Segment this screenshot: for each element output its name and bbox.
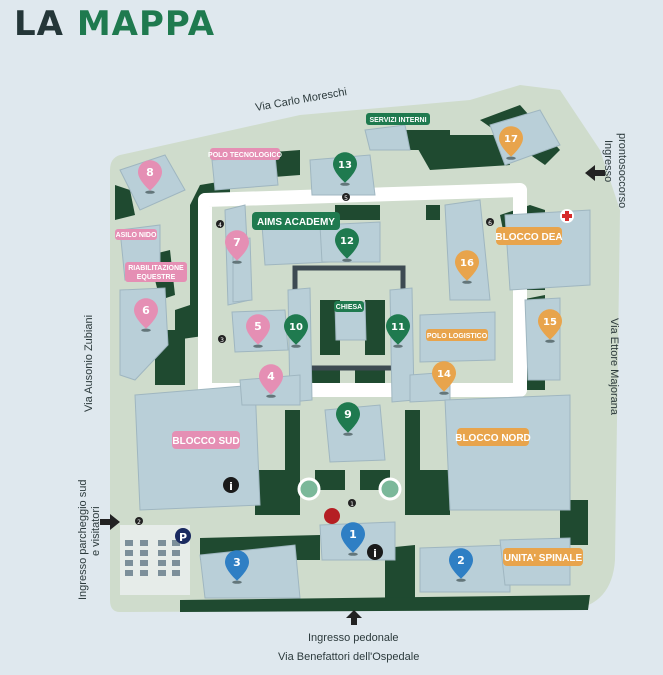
- label-blocco-nord: BLOCCO NORD: [455, 428, 531, 446]
- title-part-mappa: MAPPA: [76, 4, 216, 44]
- svg-text:6: 6: [142, 304, 150, 317]
- pedestrian-entrance-label: Ingresso pedonale: [308, 632, 399, 644]
- label-polo-tecnologico: POLO TECNOLOGICO: [208, 148, 282, 160]
- svg-text:4: 4: [218, 222, 222, 229]
- svg-text:7: 7: [233, 236, 241, 249]
- label-chiesa: CHIESA: [334, 301, 364, 312]
- parking-entrance-label-1: Ingresso parcheggio sud: [77, 480, 89, 600]
- svg-text:POLO LOGISTICO: POLO LOGISTICO: [427, 333, 488, 340]
- small-marker-6: 6: [486, 218, 494, 227]
- svg-text:AIMS ACADEMY: AIMS ACADEMY: [257, 217, 335, 228]
- label-asilo-nido: ASILO NIDO: [115, 229, 157, 240]
- svg-text:BLOCCO SUD: BLOCCO SUD: [172, 436, 239, 447]
- pin-1[interactable]: 1: [341, 522, 365, 556]
- parking-icon: P: [175, 528, 191, 544]
- svg-text:UNITA' SPINALE: UNITA' SPINALE: [504, 553, 583, 564]
- svg-text:SERVIZI INTERNI: SERVIZI INTERNI: [369, 117, 426, 124]
- svg-text:EQUESTRE: EQUESTRE: [137, 274, 176, 281]
- info-icon-center: i: [367, 544, 383, 560]
- pin-13[interactable]: 13: [333, 152, 357, 186]
- red-cross-icon: [560, 209, 574, 223]
- emergency-entrance-label-2: prontosoccorso: [616, 133, 628, 208]
- pin-17[interactable]: 17: [499, 126, 523, 160]
- pin-5[interactable]: 5: [246, 314, 270, 348]
- small-marker-4: 4: [216, 220, 224, 229]
- label-riabilitazione-equestre: RIABILITAZIONE EQUESTRE: [125, 262, 187, 282]
- svg-text:3: 3: [233, 556, 241, 569]
- pin-14[interactable]: 14: [432, 361, 456, 395]
- svg-text:8: 8: [146, 166, 154, 179]
- pin-11[interactable]: 11: [386, 314, 410, 348]
- you-are-here-marker: [324, 508, 340, 524]
- svg-text:17: 17: [504, 134, 518, 145]
- small-marker-2: 2: [135, 517, 143, 526]
- svg-text:2: 2: [457, 554, 465, 567]
- label-unita-spinale: UNITA' SPINALE: [503, 548, 583, 566]
- pin-10[interactable]: 10: [284, 314, 308, 348]
- svg-text:10: 10: [289, 322, 303, 333]
- svg-text:13: 13: [338, 160, 352, 171]
- svg-text:ASILO NIDO: ASILO NIDO: [116, 232, 157, 239]
- svg-text:1: 1: [350, 501, 354, 508]
- pin-2[interactable]: 2: [449, 548, 473, 582]
- pin-16[interactable]: 16: [455, 250, 479, 284]
- info-icon-sud: i: [223, 477, 239, 493]
- svg-text:POLO TECNOLOGICO: POLO TECNOLOGICO: [208, 152, 282, 159]
- street-south-label: Via Benefattori dell'Ospedale: [278, 651, 419, 663]
- svg-text:RIABILITAZIONE: RIABILITAZIONE: [128, 265, 184, 272]
- svg-text:16: 16: [460, 258, 474, 269]
- svg-text:15: 15: [543, 317, 557, 328]
- pin-15[interactable]: 15: [538, 309, 562, 343]
- parking-entrance-arrow-icon: [100, 514, 120, 530]
- parking-entrance-label-2: e visitatori: [90, 506, 102, 556]
- svg-text:5: 5: [344, 195, 348, 202]
- label-polo-logistico: POLO LOGISTICO: [426, 329, 488, 341]
- svg-text:2: 2: [137, 519, 141, 526]
- label-blocco-sud: BLOCCO SUD: [172, 431, 240, 449]
- inner-ring-road: [198, 183, 527, 397]
- small-marker-5: 5: [342, 193, 350, 202]
- pin-12[interactable]: 12: [335, 228, 359, 262]
- pin-7[interactable]: 7: [225, 230, 249, 264]
- pin-8[interactable]: 8: [138, 160, 162, 194]
- svg-text:4: 4: [267, 370, 275, 383]
- svg-text:5: 5: [254, 320, 262, 333]
- map-title: LA MAPPA: [14, 4, 215, 44]
- title-part-la: LA: [14, 4, 64, 44]
- svg-text:11: 11: [391, 322, 405, 333]
- svg-text:1: 1: [349, 528, 357, 541]
- street-north-label: Via Carlo Moreschi: [254, 86, 347, 114]
- svg-text:14: 14: [437, 369, 451, 380]
- small-marker-3: 3: [218, 335, 226, 344]
- pin-9[interactable]: 9: [336, 402, 360, 436]
- svg-text:BLOCCO DEA: BLOCCO DEA: [495, 232, 562, 243]
- roundabout-west: [297, 477, 321, 501]
- roundabout-east: [378, 477, 402, 501]
- svg-text:BLOCCO NORD: BLOCCO NORD: [455, 433, 531, 444]
- pin-3[interactable]: 3: [225, 550, 249, 584]
- emergency-entrance-arrow-icon: [585, 165, 605, 181]
- svg-text:12: 12: [340, 236, 354, 247]
- svg-text:3: 3: [220, 337, 224, 344]
- label-aims-academy: AIMS ACADEMY: [252, 212, 340, 230]
- svg-text:P: P: [179, 531, 187, 544]
- small-marker-1: 1: [348, 499, 356, 508]
- label-blocco-dea: BLOCCO DEA: [495, 227, 563, 245]
- svg-text:i: i: [373, 547, 377, 560]
- street-east-label: Via Ettore Majorana: [608, 318, 620, 416]
- label-servizi-interni: SERVIZI INTERNI: [366, 113, 430, 125]
- pin-4[interactable]: 4: [259, 364, 283, 398]
- svg-text:i: i: [229, 480, 233, 493]
- svg-text:9: 9: [344, 408, 352, 421]
- pin-6[interactable]: 6: [134, 298, 158, 332]
- street-west-label: Via Ausonio Zubiani: [83, 315, 95, 412]
- svg-text:6: 6: [488, 220, 492, 227]
- svg-text:CHIESA: CHIESA: [336, 304, 362, 311]
- pedestrian-entrance-arrow-icon: [346, 610, 362, 625]
